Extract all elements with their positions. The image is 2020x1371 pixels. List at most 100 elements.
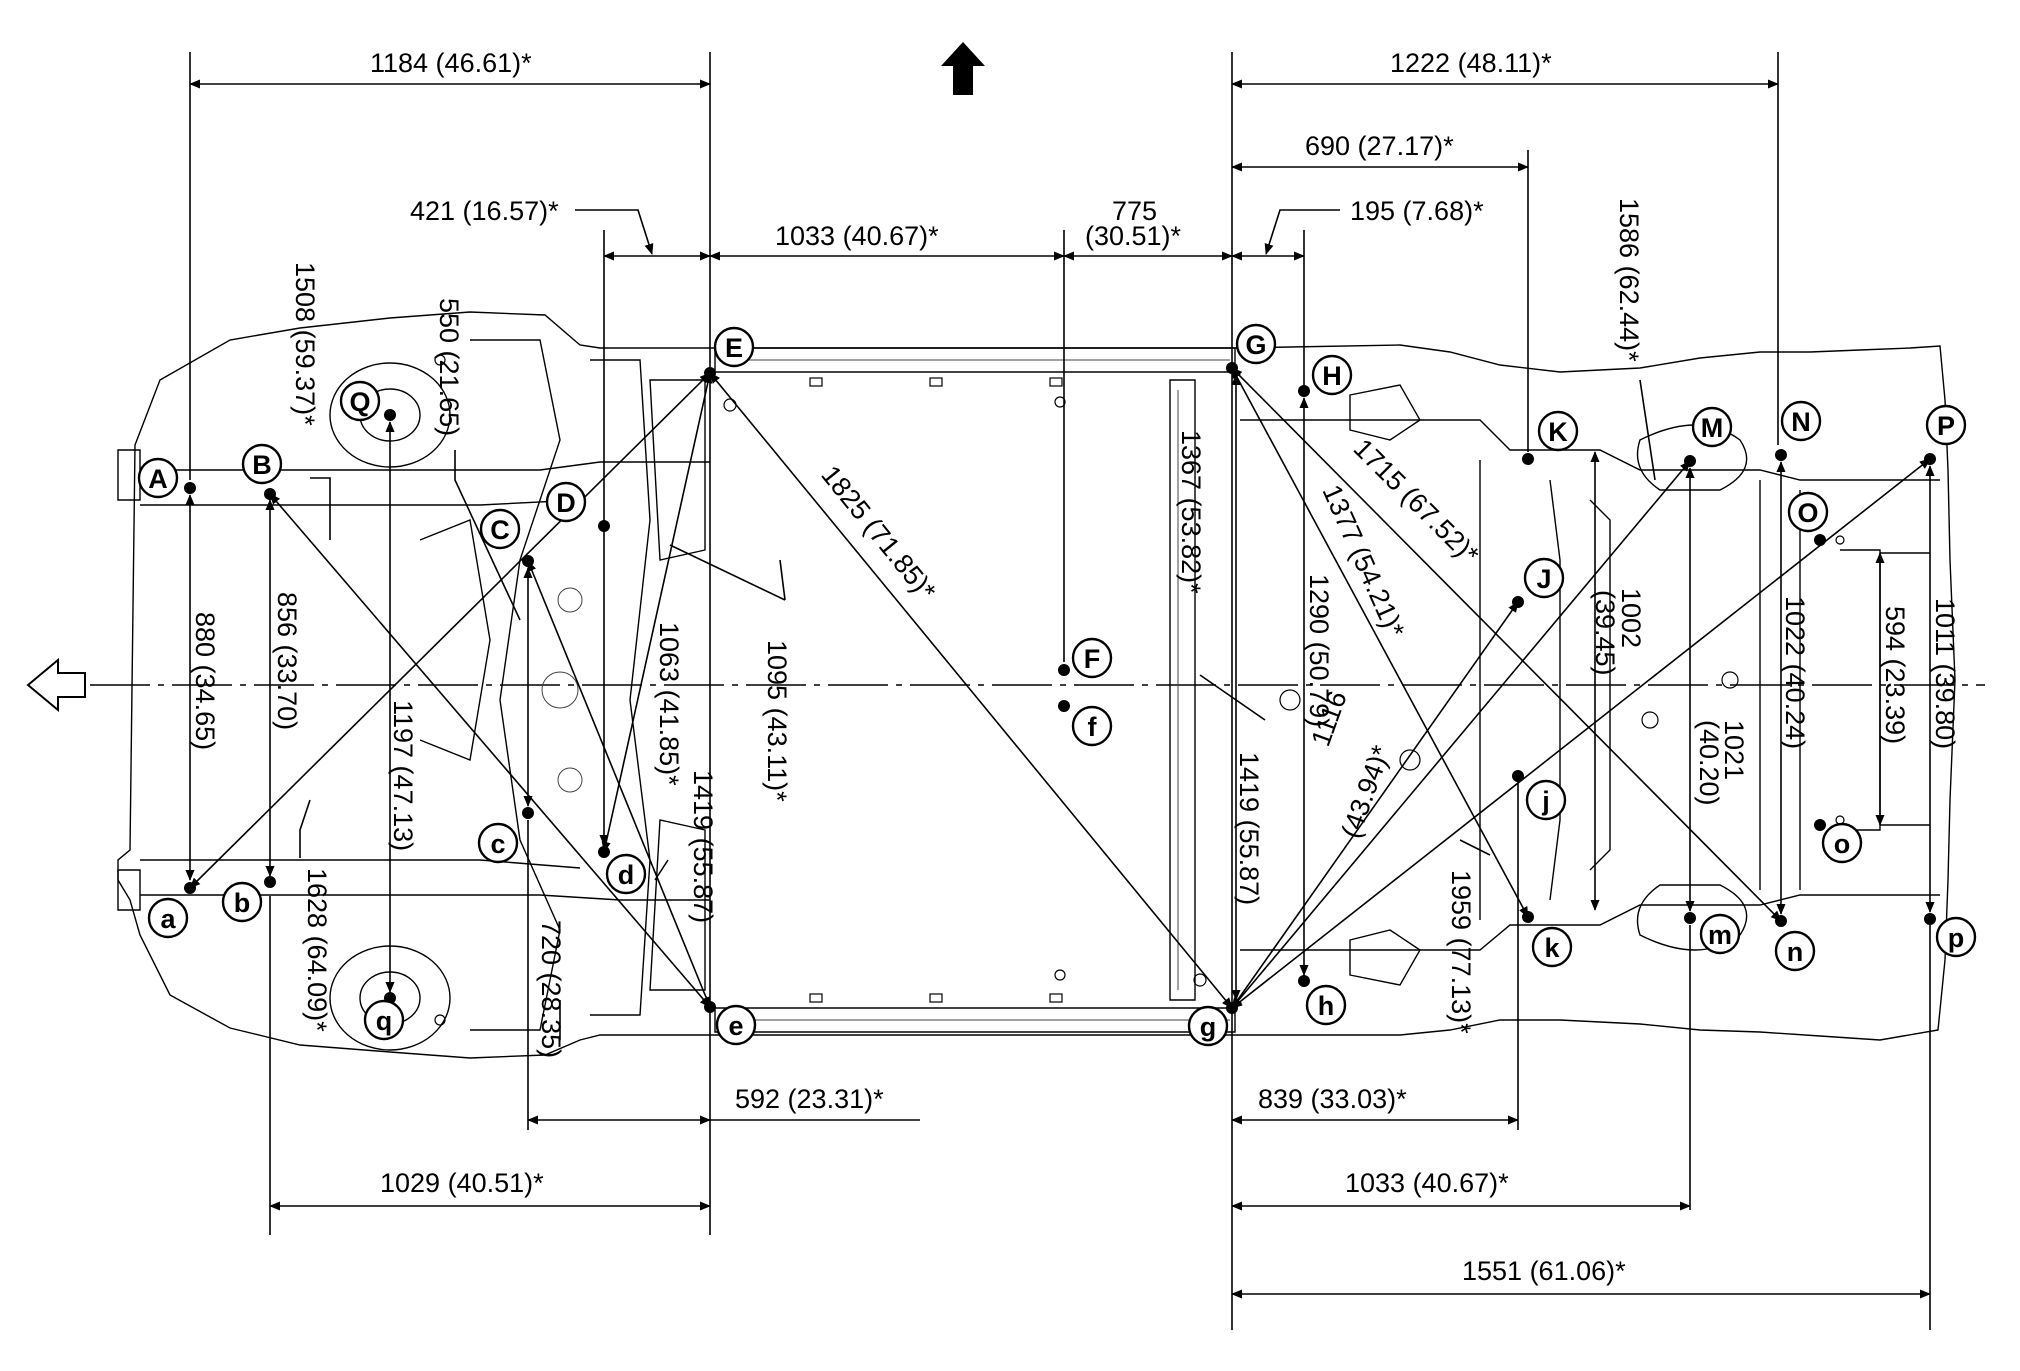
- point-badge-n: [1774, 930, 1816, 972]
- measurement-point-p: [1924, 913, 1936, 925]
- dim-label: (39.45): [1590, 590, 1620, 676]
- point-letter-D: D: [556, 488, 576, 518]
- point-letter-K: K: [1548, 417, 1568, 447]
- dim-label: 1959 (77.13)*: [1446, 870, 1476, 1034]
- point-badge-o: [1821, 822, 1863, 864]
- dim-label: 1419 (55.87): [688, 770, 718, 923]
- dim-label: 1033 (40.67)*: [775, 221, 939, 251]
- point-badge-D: [545, 481, 587, 523]
- dim-label: 1628 (64.09)*: [302, 868, 332, 1032]
- dim-label: 1063 (41.85)*: [654, 622, 684, 786]
- point-letter-j: j: [1541, 786, 1550, 816]
- point-badge-p: [1935, 916, 1977, 958]
- measurement-point-J: [1512, 596, 1524, 608]
- point-badge-h: [1305, 984, 1347, 1026]
- point-badge-k: [1531, 926, 1573, 968]
- point-letter-q: q: [376, 1006, 393, 1036]
- dim-label: 720 (28.35): [536, 920, 566, 1058]
- up-direction-arrow-icon: [941, 42, 985, 95]
- point-letter-d: d: [618, 860, 635, 890]
- dim-label: (40.20): [1694, 720, 1724, 806]
- point-badge-K: [1537, 410, 1579, 452]
- dim-label: 856 (33.70): [272, 592, 302, 730]
- dim-label: 1290 (50.79): [1304, 574, 1334, 727]
- measurement-point-A: [184, 482, 196, 494]
- dim-label: 1197 (47.13): [388, 700, 418, 851]
- measurement-point-a: [184, 882, 196, 894]
- dim-label: 1825 (71.85)*: [815, 460, 942, 606]
- dim-label: 592 (23.31)*: [735, 1084, 884, 1114]
- point-letter-N: N: [1791, 407, 1811, 437]
- dim-label: (43.94)*: [1335, 741, 1396, 842]
- point-letter-k: k: [1544, 933, 1560, 963]
- point-badge-E: [713, 326, 755, 368]
- measurement-point-B: [264, 488, 276, 500]
- dim-label: 1222 (48.11)*: [1390, 48, 1552, 78]
- point-badge-f: [1071, 705, 1113, 747]
- dim-label: 880 (34.65): [190, 612, 220, 750]
- point-letter-c: c: [490, 829, 505, 859]
- measurement-point-h: [1298, 975, 1310, 987]
- measurement-point-C: [522, 555, 534, 567]
- measurement-point-j: [1512, 770, 1524, 782]
- point-badge-Q: [339, 380, 381, 422]
- dim-label: 690 (27.17)*: [1305, 131, 1454, 161]
- dim-label: 421 (16.57)*: [410, 196, 559, 226]
- dim-label: 1419 (55.87): [1234, 752, 1264, 905]
- measurement-point-b: [264, 876, 276, 888]
- point-letter-m: m: [1708, 920, 1732, 950]
- measurement-point-c: [522, 807, 534, 819]
- point-letter-g: g: [1200, 1012, 1217, 1042]
- measurement-point-g: [1226, 1002, 1238, 1014]
- point-letter-F: F: [1084, 644, 1101, 674]
- measurement-point-e: [704, 1001, 716, 1013]
- dim-label: 1184 (46.61)*: [370, 48, 532, 78]
- dim-label: 1508 (59.37)*: [290, 262, 320, 426]
- point-badge-M: [1691, 406, 1733, 448]
- dimension-labels: 1184 (46.61)* 1222 (48.11)* 690 (27.17)*…: [190, 48, 1960, 1286]
- point-badge-d: [605, 853, 647, 895]
- point-letter-f: f: [1088, 712, 1098, 742]
- point-letter-e: e: [728, 1011, 743, 1041]
- point-letter-P: P: [1937, 411, 1955, 441]
- point-badge-F: [1071, 637, 1113, 679]
- dim-label: 1095 (43.11)*: [762, 640, 792, 802]
- measurement-point-H: [1298, 385, 1310, 397]
- point-letter-b: b: [234, 888, 251, 918]
- measurement-point-G: [1226, 362, 1238, 374]
- dim-label: 594 (23.39): [1880, 606, 1910, 744]
- point-badge-G: [1235, 323, 1277, 365]
- dim-label: 1002: [1616, 588, 1646, 648]
- dim-label: 775: [1112, 196, 1157, 226]
- measurement-point-N: [1775, 449, 1787, 461]
- point-letter-J: J: [1536, 564, 1551, 594]
- measurement-point-k: [1522, 911, 1534, 923]
- dimension-lines: [185, 52, 1935, 1330]
- dim-label: 839 (33.03)*: [1258, 1084, 1407, 1114]
- measurement-point-K: [1522, 453, 1534, 465]
- dim-label: 1551 (61.06)*: [1462, 1256, 1626, 1286]
- point-badge-H: [1311, 354, 1353, 396]
- point-letter-C: C: [490, 515, 510, 545]
- point-badge-a: [147, 897, 189, 939]
- point-badge-b: [221, 881, 263, 923]
- measurement-point-O: [1814, 534, 1826, 546]
- dim-label: 550 (21.65): [434, 298, 464, 436]
- dim-label: 195 (7.68)*: [1350, 196, 1484, 226]
- dim-label: 1033 (40.67)*: [1345, 1168, 1509, 1198]
- point-badge-g: [1187, 1005, 1229, 1047]
- point-badge-m: [1699, 913, 1741, 955]
- point-letter-O: O: [1797, 498, 1818, 528]
- dim-label: 1586 (62.44)*: [1614, 198, 1644, 362]
- dim-label: (30.51)*: [1085, 221, 1182, 251]
- measurement-point-f: [1058, 700, 1070, 712]
- measurement-point-Q: [384, 409, 396, 421]
- measurement-point-P: [1924, 453, 1936, 465]
- point-letter-p: p: [1948, 923, 1965, 953]
- point-letter-h: h: [1318, 991, 1335, 1021]
- point-letter-Q: Q: [349, 387, 370, 417]
- point-badge-c: [477, 822, 519, 864]
- front-direction-arrow-icon: [26, 657, 86, 713]
